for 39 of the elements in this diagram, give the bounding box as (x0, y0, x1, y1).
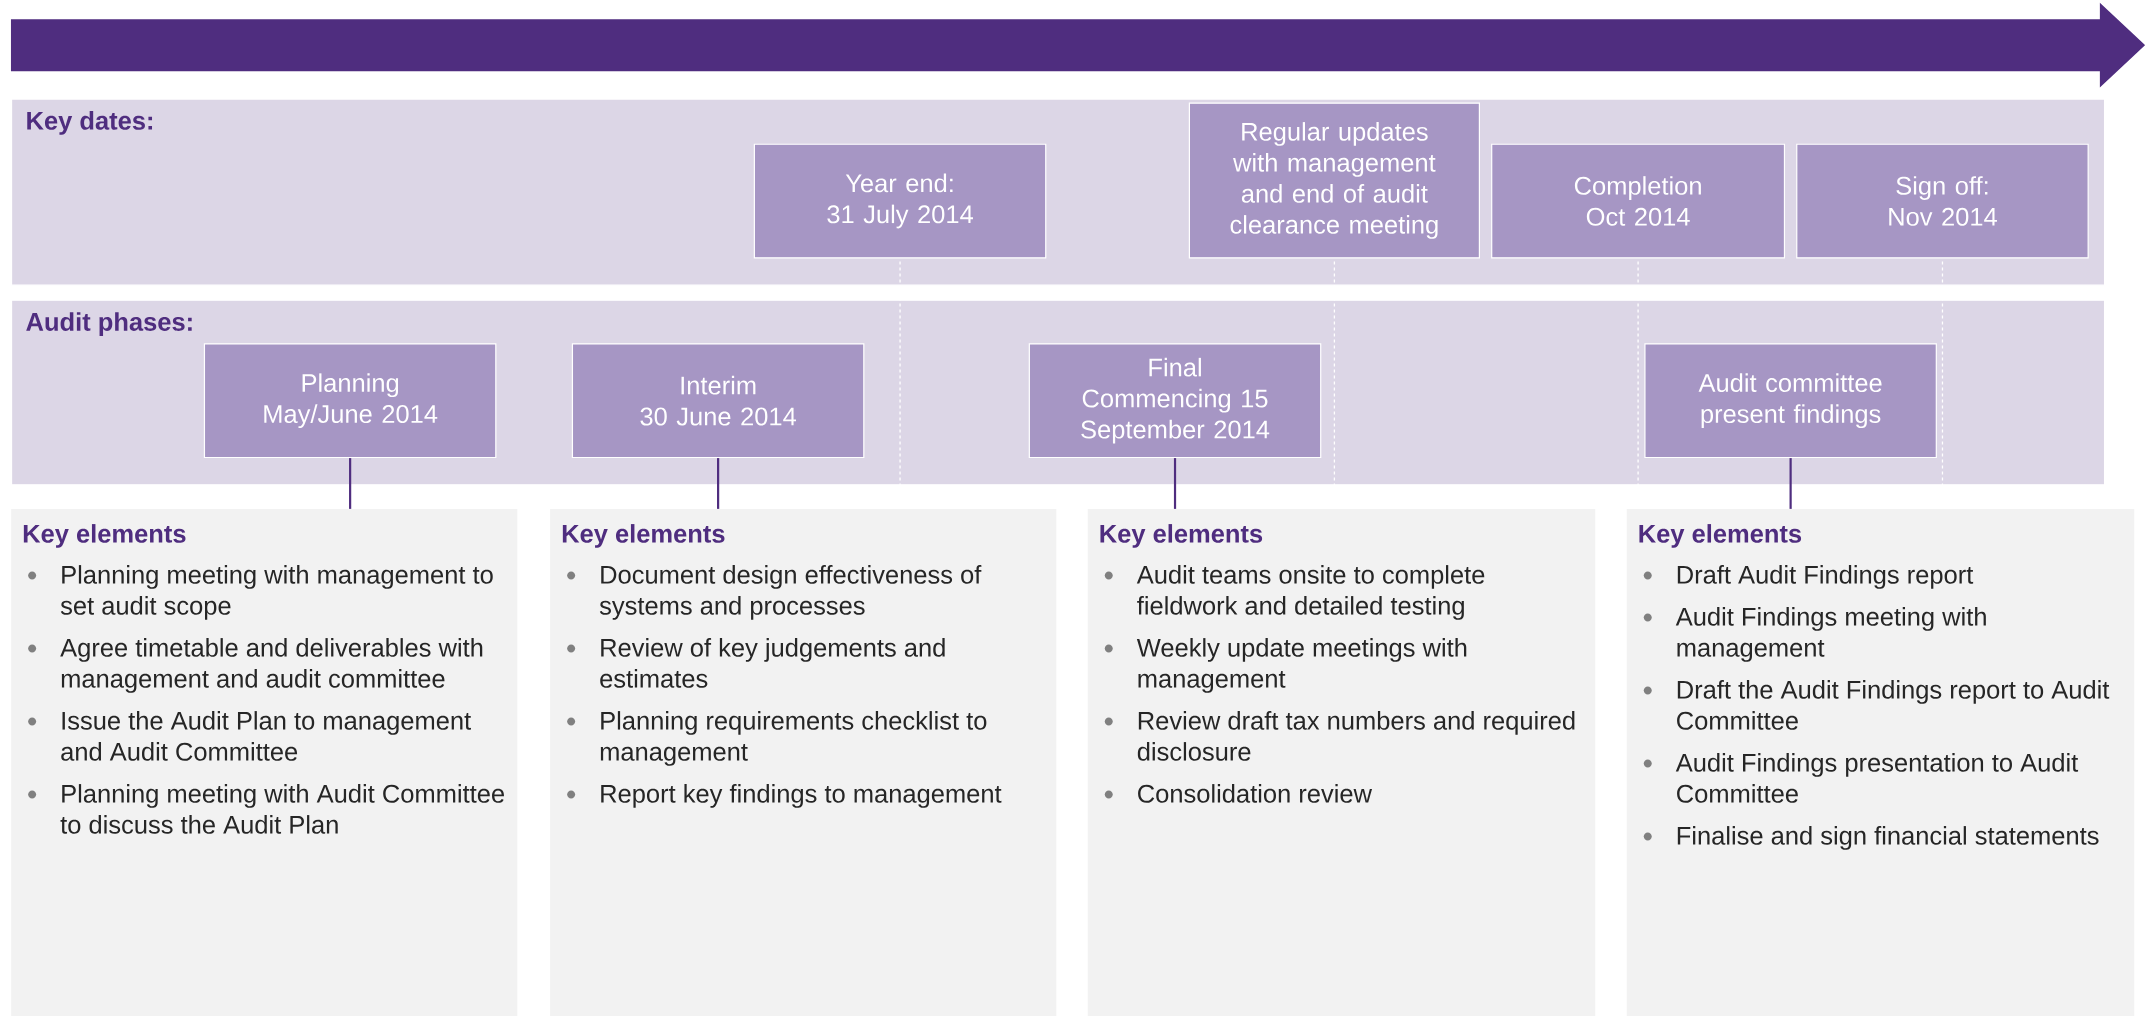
key-elements-panel (550, 509, 1057, 1016)
band-heading: Audit phases: (26, 312, 192, 336)
phase-box: Final Commencing 15 September 2014 (1028, 343, 1322, 459)
list-item: Planning meeting with Audit Committee to discuss the Audit Plan (60, 784, 504, 834)
list-item: Weekly update meetings with management (1136, 638, 1467, 693)
list-item: Review of key judgements and estimates (600, 638, 945, 688)
panel-heading: Key elements (562, 524, 725, 548)
list-item: Consolidation review (1138, 784, 1373, 803)
date-box: Regular updates with management and end of audit clearance meeting (1188, 102, 1480, 259)
list-item: Report key findings to management (601, 784, 1002, 808)
panel-heading: Key elements (23, 524, 186, 548)
list-item: Audit Findings meeting with management (1675, 607, 1986, 662)
list-item: Review draft tax numbers and required disclosure (1137, 711, 1575, 761)
key-elements-panel (11, 509, 518, 1016)
panel-heading: Key elements (1639, 524, 1802, 548)
connector-line (1789, 458, 1792, 509)
phase-box: Audit committee present findings (1644, 343, 1937, 459)
phase-box: Interim 30 June 2014 (571, 343, 865, 459)
list-item: Draft the Audit Findings report to Audit Committee (1677, 680, 2110, 730)
list-item: Issue the Audit Plan to management and Audit Committee (61, 711, 471, 761)
connector-line (1173, 458, 1177, 509)
phase-box: Planning May/June 2014 (203, 343, 497, 459)
key-elements-panel (1626, 509, 2135, 1016)
list-item: Document design effectiveness of systems and processes (599, 565, 982, 620)
list-item: Draft Audit Findings report (1677, 565, 1974, 589)
panel-heading: Key elements (1100, 524, 1263, 548)
connector-line (349, 458, 352, 509)
key-elements-panel (1087, 509, 1596, 1016)
date-box: Completion Oct 2014 (1491, 143, 1786, 259)
list-item: Audit teams onsite to complete fieldwork and detailed testing (1136, 565, 1485, 620)
band-heading: Key dates: (27, 111, 152, 135)
list-item: Agree timetable and deliverables with management and audit committee (60, 638, 483, 693)
list-item: Finalise and sign financial statements (1677, 826, 2099, 850)
list-item: Planning requirements checklist to management (600, 711, 987, 766)
list-item: Audit Findings presentation to Audit Committee (1675, 753, 2079, 803)
connector-line (717, 458, 720, 509)
date-box: Sign off: Nov 2014 (1796, 143, 2089, 259)
list-item: Planning meeting with management to set audit scope (60, 565, 493, 620)
date-box: Year end: 31 July 2014 (753, 143, 1047, 259)
